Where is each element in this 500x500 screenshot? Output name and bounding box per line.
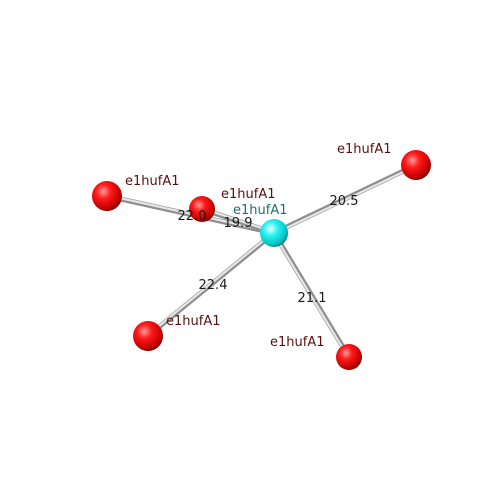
center-atom-label: e1hufA1 (233, 203, 288, 218)
bond-5 (271, 230, 352, 360)
distance-label-2: 19.9 (224, 216, 253, 231)
ligand-atom-2 (189, 196, 215, 222)
bond-3 (271, 162, 419, 236)
labels-layer: e1hufA1e1hufA1e1hufA1e1hufA1e1hufA1e1huf… (125, 142, 392, 350)
ligand-atom-label-4: e1hufA1 (166, 314, 221, 329)
bond-4 (145, 230, 277, 339)
atoms-layer (92, 150, 431, 370)
ligand-atom-label-1: e1hufA1 (125, 174, 180, 189)
ligand-atom-1 (92, 181, 122, 211)
ligand-atom-label-3: e1hufA1 (337, 142, 392, 157)
ligand-atom-label-5: e1hufA1 (270, 335, 325, 350)
ligand-atom-5 (336, 344, 362, 370)
distance-label-1: 22.0 (178, 209, 207, 224)
ligand-atom-label-2: e1hufA1 (221, 187, 276, 202)
ligand-atom-4 (133, 321, 163, 351)
distance-label-3: 20.5 (330, 194, 359, 209)
center-atom (260, 219, 288, 247)
distance-label-4: 22.4 (199, 278, 228, 293)
ligand-atom-3 (401, 150, 431, 180)
distance-label-5: 21.1 (298, 291, 327, 306)
